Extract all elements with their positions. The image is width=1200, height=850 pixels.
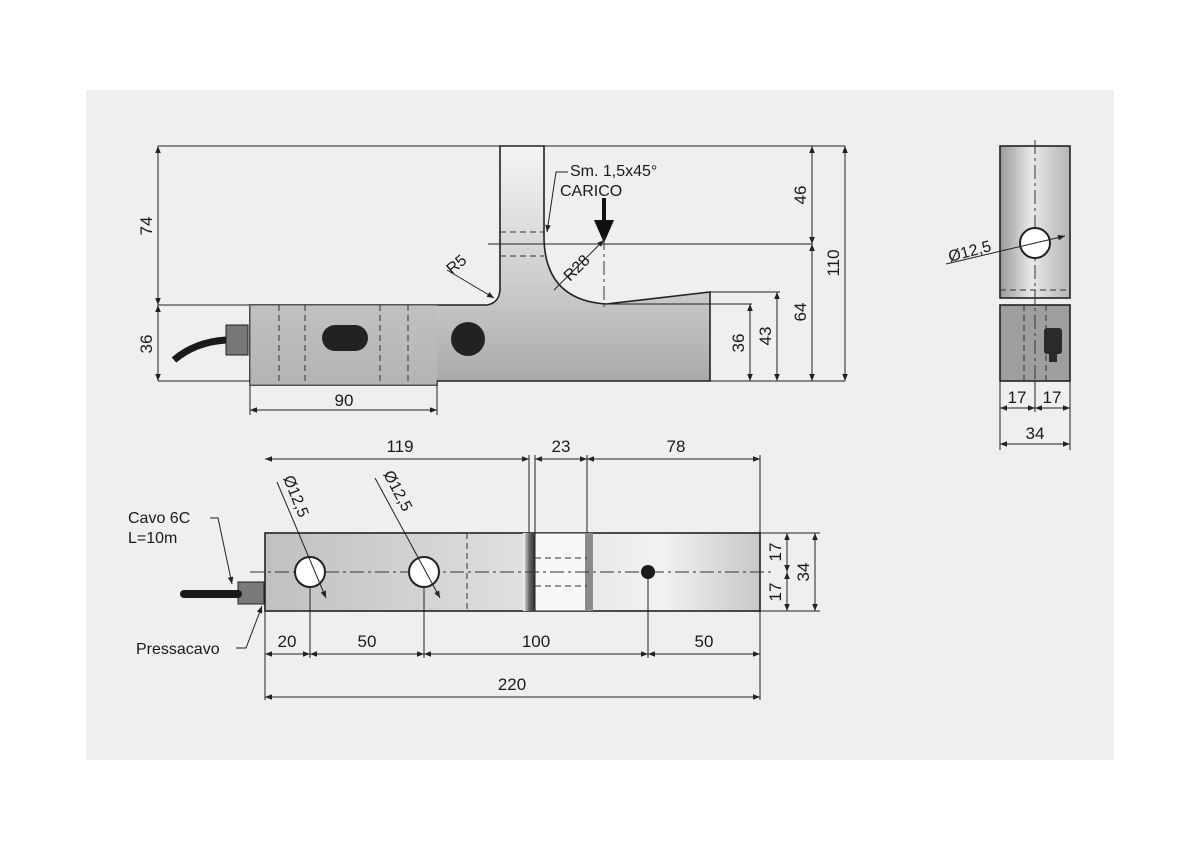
- top-view-half-height-bottom: 17: [766, 583, 785, 602]
- top-view-length-78: 78: [667, 437, 686, 456]
- top-view-spacing-100: 100: [522, 632, 550, 651]
- top-view-overall-length: 220: [498, 675, 526, 694]
- side-view-cable: [171, 336, 227, 363]
- chamfer-note: Sm. 1,5x45°: [570, 163, 657, 180]
- top-view-hole-2: [408, 556, 440, 588]
- end-view-width: 34: [1026, 424, 1045, 443]
- top-view-cable-gland: [237, 581, 265, 605]
- top-view-half-height-top: 17: [766, 543, 785, 562]
- side-view: 74 36 90 R5 R28 Sm. 1,5x45° CARICO 46 11…: [137, 145, 848, 415]
- end-view-connector-stem: [1049, 350, 1057, 362]
- top-view-length-119: 119: [386, 437, 413, 456]
- cable-length-label: L=10m: [128, 530, 177, 547]
- cable-label: Cavo 6C: [128, 510, 190, 527]
- top-view-spacing-50-left: 50: [358, 632, 377, 651]
- end-view-half-width-left: 17: [1008, 388, 1027, 407]
- load-arrow-icon: [593, 198, 615, 243]
- side-view-height-110: 110: [824, 249, 843, 276]
- top-view: 119 23 78 Ø12,5 Ø12,5 Cavo 6C L=10m Pres…: [128, 437, 820, 700]
- side-view-hole: [451, 322, 485, 356]
- top-view-load-point: [641, 565, 655, 579]
- side-view-height-64: 64: [791, 303, 810, 322]
- load-label: CARICO: [560, 183, 622, 200]
- top-view-hole-1: [294, 556, 326, 588]
- side-view-height-43: 43: [756, 327, 775, 346]
- side-view-height-74: 74: [137, 217, 156, 236]
- side-view-height-46: 46: [791, 186, 810, 205]
- top-view-height-34: 34: [794, 563, 813, 582]
- end-view-connector: [1044, 328, 1062, 354]
- top-view-spacing-20: 20: [278, 632, 297, 651]
- side-view-slot: [322, 325, 368, 351]
- top-view-length-23: 23: [552, 437, 571, 456]
- cable-gland-label: Pressacavo: [136, 641, 220, 658]
- side-view-length-90: 90: [335, 391, 354, 410]
- side-view-height-36: 36: [137, 335, 156, 354]
- end-view: Ø12,5 17 17 34: [945, 140, 1071, 450]
- drawing-background: [86, 90, 1114, 760]
- top-view-spacing-50-right: 50: [695, 632, 714, 651]
- side-view-cable-gland: [225, 324, 249, 356]
- side-view-height-36-right: 36: [729, 334, 748, 353]
- end-view-half-width-right: 17: [1043, 388, 1062, 407]
